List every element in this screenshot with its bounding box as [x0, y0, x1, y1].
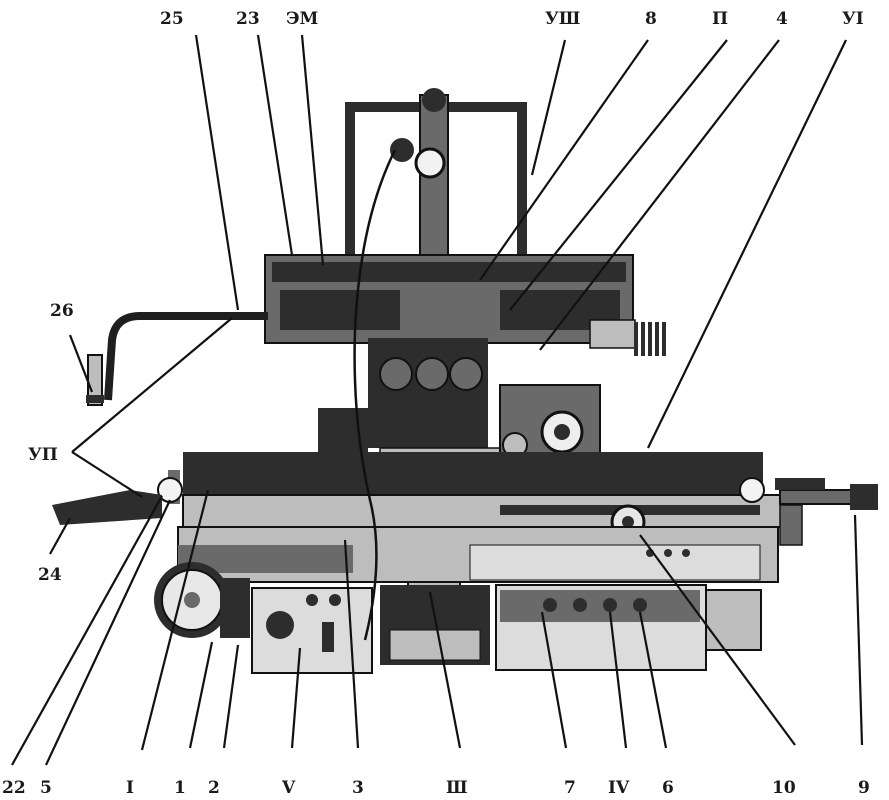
label-vii: УП — [28, 445, 58, 465]
callout-labels: 25 23 ЭМ УШ 8 П 4 УI 26 УП 24 22 5 I 1 2… — [2, 9, 870, 798]
label-iii: Ш — [446, 778, 468, 798]
label-23: 23 — [236, 9, 260, 29]
overhead-frame — [345, 88, 527, 271]
label-24: 24 — [38, 565, 62, 585]
label-26: 26 — [50, 301, 74, 321]
label-7: 7 — [564, 778, 576, 798]
label-v: V — [281, 778, 296, 798]
label-1: 1 — [174, 778, 186, 798]
label-8: 8 — [645, 9, 657, 29]
label-iv: IV — [608, 778, 630, 798]
left-handle — [52, 490, 162, 525]
label-9: 9 — [858, 778, 870, 798]
label-6: 6 — [662, 778, 674, 798]
label-3: 3 — [352, 778, 364, 798]
main-table — [157, 452, 784, 528]
label-4: 4 — [776, 9, 788, 29]
label-5: 5 — [40, 778, 52, 798]
label-2: 2 — [208, 778, 220, 798]
label-ii: П — [712, 9, 728, 29]
label-vi: УI — [842, 9, 864, 29]
label-em: ЭМ — [286, 9, 319, 29]
label-i: I — [126, 778, 134, 798]
arm-hook — [86, 312, 268, 406]
feed-rod — [775, 478, 878, 546]
label-22: 22 — [2, 778, 26, 798]
label-25: 25 — [160, 9, 184, 29]
motor — [154, 562, 250, 638]
machine-body — [52, 88, 878, 674]
leader-lines — [11, 34, 864, 766]
cable — [353, 149, 397, 641]
box-iv — [495, 584, 762, 671]
control-panel-v — [251, 587, 373, 674]
block-iii — [380, 585, 490, 665]
lower-base — [177, 526, 779, 583]
cooling-fins — [634, 322, 666, 356]
label-viii: УШ — [545, 9, 580, 29]
label-10: 10 — [772, 778, 796, 798]
